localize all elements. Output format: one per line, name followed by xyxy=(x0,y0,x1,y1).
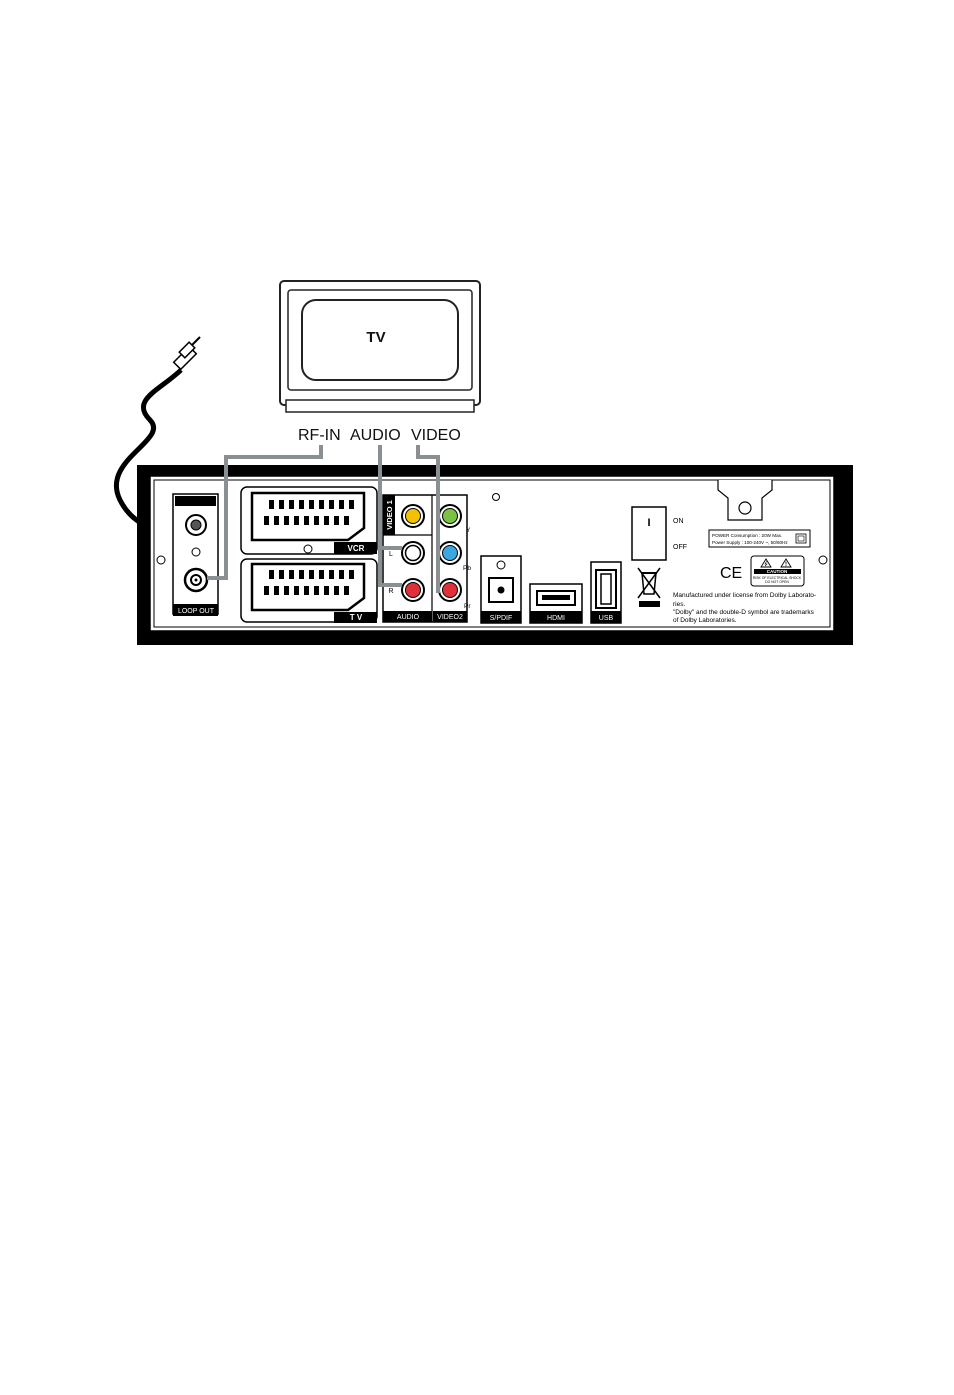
video1-label: VIDEO 1 xyxy=(385,500,394,530)
hdmi-port[interactable]: HDMI xyxy=(529,583,583,624)
spdif-label: S/PDIF xyxy=(490,615,513,622)
video2-label: VIDEO2 xyxy=(437,614,463,621)
dolby-line-3: "Dolby" and the double-D symbol are trad… xyxy=(673,609,815,616)
exclamation-warning-icon xyxy=(780,558,792,568)
spdif-port[interactable]: S/PDIF xyxy=(480,555,522,624)
av-outputs: VIDEO 1 AUDIO VIDEO2 L R Y Pb Pr xyxy=(382,494,471,623)
power-rating-label: POWER Consumption : 20W Max. Power Suppl… xyxy=(708,529,811,548)
dolby-notice: Manufactured under license from Dolby La… xyxy=(673,592,816,624)
hdmi-label: HDMI xyxy=(547,615,565,622)
rf-section: LOOP OUT xyxy=(172,493,219,616)
scart-vcr-label: VCR xyxy=(348,544,365,553)
power-switch[interactable]: I xyxy=(631,506,667,561)
component-pr-label: Pr xyxy=(464,603,471,610)
component-pb-label: Pb xyxy=(463,565,471,572)
dolby-line-1: Manufactured under license from Dolby La… xyxy=(673,592,816,599)
power-on-label: ON xyxy=(673,518,684,525)
caution-heading: CAUTION xyxy=(767,569,788,574)
tv-label: TV xyxy=(366,329,385,346)
power-supply-text: Power Supply : 100-240V ~, 50/60Hz xyxy=(712,540,788,545)
loop-out-label: LOOP OUT xyxy=(178,608,215,615)
weee-bin-icon xyxy=(637,567,661,607)
audio-cable xyxy=(378,445,402,587)
dolby-line-4: of Dolby Laboratories. xyxy=(673,617,737,624)
audio-r-label: R xyxy=(388,588,393,595)
dolby-line-2: ries. xyxy=(673,601,685,608)
rf-in-label: RF-IN xyxy=(298,427,341,444)
video-cable xyxy=(416,445,440,593)
shock-warning-icon xyxy=(760,558,772,568)
tv-set: TV xyxy=(279,280,481,413)
audio-output-label: AUDIO xyxy=(397,614,420,621)
audio-cable-label: AUDIO xyxy=(350,427,401,444)
power-off-label: OFF xyxy=(673,544,687,551)
ce-mark: CE xyxy=(720,565,742,582)
power-consumption-text: POWER Consumption : 20W Max. xyxy=(712,533,782,538)
connection-cables xyxy=(207,445,440,593)
component-y-label: Y xyxy=(466,527,471,534)
power-on-symbol: I xyxy=(647,517,650,529)
caution-label: CAUTION RISK OF ELECTRICAL SHOCK DO NOT … xyxy=(750,555,805,587)
video-cable-label: VIDEO xyxy=(411,427,461,444)
caution-line-1: RISK OF ELECTRICAL SHOCK xyxy=(753,576,802,580)
scart-tv[interactable]: T V xyxy=(240,558,378,623)
usb-label: USB xyxy=(599,615,614,622)
audio-l-label: L xyxy=(389,551,393,558)
usb-port[interactable]: USB xyxy=(590,561,622,624)
scart-vcr[interactable]: VCR xyxy=(240,486,378,555)
scart-tv-label: T V xyxy=(350,613,363,622)
caution-line-2: DO NOT OPEN xyxy=(765,580,789,584)
rf-cable xyxy=(207,445,323,580)
